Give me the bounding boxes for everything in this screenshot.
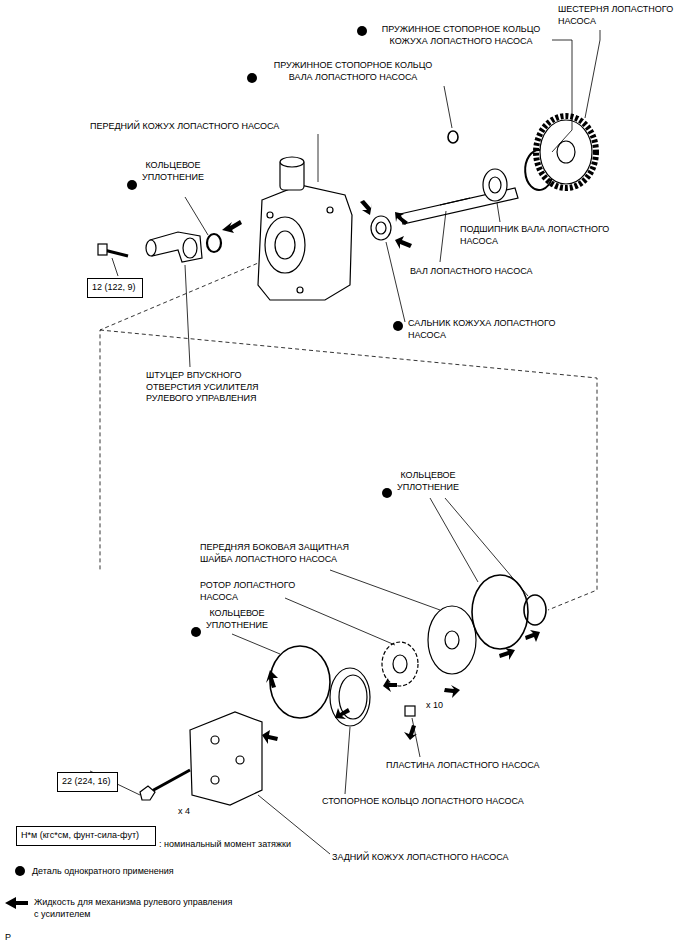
part-label: ПОДШИПНИК ВАЛА ЛОПАСТНОГО НАСОСА (460, 224, 635, 247)
legend-text: Деталь однократного применения (32, 866, 252, 878)
leader-lines (90, 30, 600, 854)
part-label: ПРУЖИННОЕ СТОПОРНОЕ КОЛЬЦО КОЖУХА ЛОПАСТ… (370, 24, 552, 47)
torque-box: 12 (122, 9) (87, 278, 143, 298)
legend-text: Жидкость для механизма рулевого управлен… (34, 897, 234, 920)
quantity-label: x 4 (178, 806, 218, 818)
part-label: ШЕСТЕРНЯ ЛОПАСТНОГО НАСОСА (558, 4, 684, 27)
part-label: ПЕРЕДНИЙ КОЖУХ ЛОПАСТНОГО НАСОСА (90, 121, 330, 133)
part-label: ПРУЖИННОЕ СТОПОРНОЕ КОЛЬЦО ВАЛА ЛОПАСТНО… (262, 60, 444, 83)
torque-box: 22 (224, 16) (57, 772, 118, 792)
torque-value: 12 (122, 9) (92, 282, 138, 294)
part-label: ЗАДНИЙ КОЖУХ ЛОПАСТНОГО НАСОСА (332, 852, 592, 864)
legend-torque-box: Н*м (кгс*см, фунт-сила-фут) (16, 826, 156, 846)
single-use-dot (15, 26, 403, 876)
part-label: САЛЬНИК КОЖУХА ЛОПАСТНОГО НАСОСА (408, 318, 580, 341)
part-label: КОЛЬЦЕВОЕ УПЛОТНЕНИЕ (192, 608, 282, 631)
quantity-label: x 10 (426, 700, 466, 712)
torque-value: Н*м (кгс*см, фунт-сила-фут) (21, 830, 151, 842)
part-label: КОЛЬЦЕВОЕ УПЛОТНЕНИЕ (128, 160, 218, 183)
part-label: СТОПОРНОЕ КОЛЬЦО ЛОПАСТНОГО НАСОСА (322, 796, 572, 808)
legend-text: : номинальный момент затяжки (159, 839, 339, 851)
torque-value: 22 (224, 16) (62, 776, 113, 788)
pump-parts (98, 116, 597, 805)
part-label: ПЛАСТИНА ЛОПАСТНОГО НАСОСА (386, 760, 586, 772)
part-label: ВАЛ ЛОПАСТНОГО НАСОСА (410, 266, 570, 278)
part-label: ШТУЦЕР ВПУСКНОГО ОТВЕРСТИЯ УСИЛИТЕЛЯ РУЛ… (146, 370, 278, 405)
part-label: ПЕРЕДНЯЯ БОКОВАЯ ЗАЩИТНАЯ ШАЙБА ЛОПАСТНО… (200, 542, 372, 565)
figure-code: P (5, 932, 25, 944)
part-label: РОТОР ЛОПАСТНОГО НАСОСА (200, 580, 310, 603)
part-label: КОЛЬЦЕВОЕ УПЛОТНЕНИЕ (383, 470, 473, 493)
